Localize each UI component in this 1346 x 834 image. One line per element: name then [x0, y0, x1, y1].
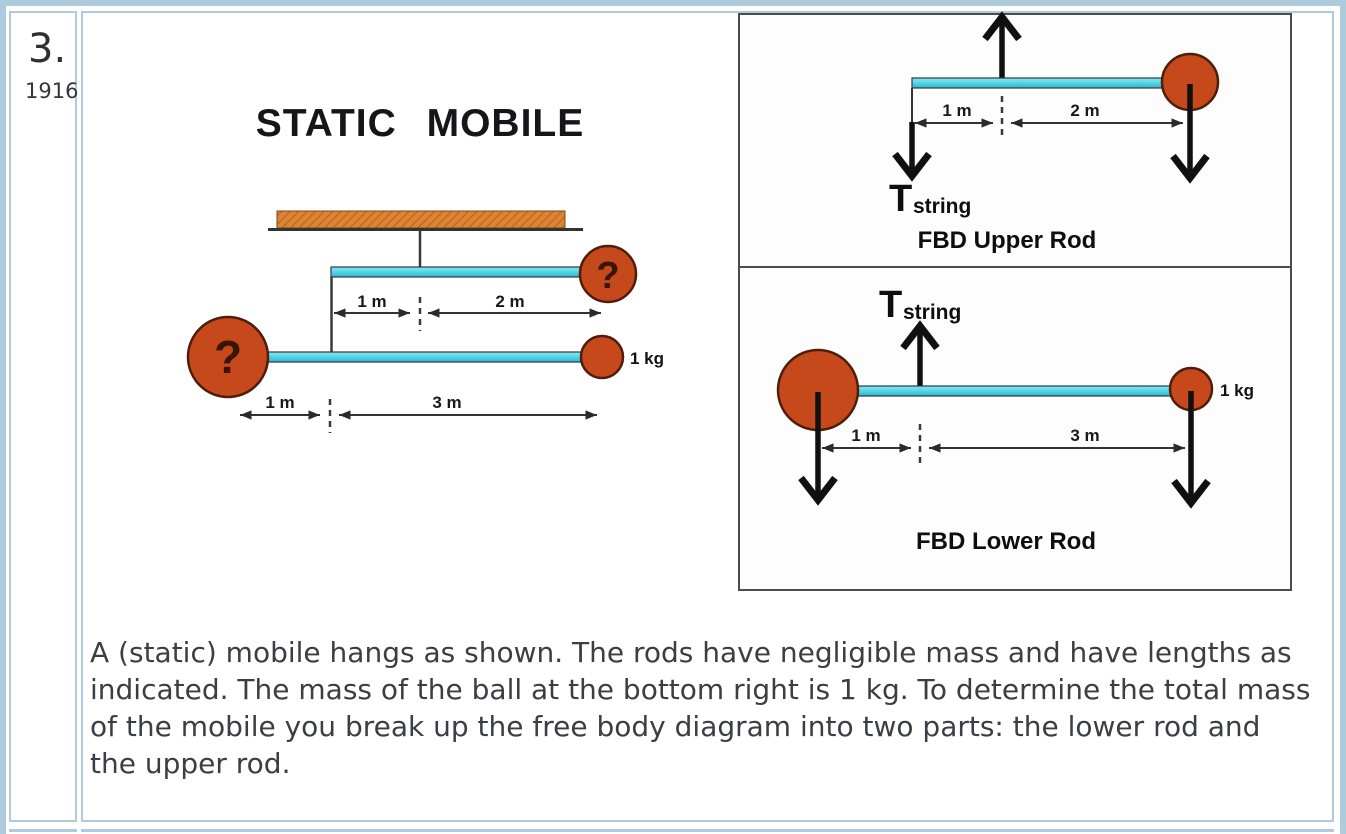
- upper-dim-right-label: 2 m: [495, 292, 524, 311]
- upper-dim-left-label: 1 m: [357, 292, 386, 311]
- fbd-upper-rod: [911, 77, 1191, 89]
- fbd-lower-dim-right-label: 3 m: [1070, 426, 1099, 445]
- lower-rod-right-ball: [579, 334, 625, 380]
- fbd-upper-caption: FBD Upper Rod: [918, 227, 1097, 254]
- fbd-upper-rod-panel: 1 m 2 m T string FBD Upper Rod: [738, 13, 1292, 268]
- support-force-up-arrow: [985, 17, 1019, 88]
- problem-number: 3.: [28, 26, 67, 72]
- fbd-lower-caption: FBD Lower Rod: [916, 528, 1096, 555]
- next-row-border-left: [9, 829, 77, 832]
- problem-id: 1916: [25, 79, 79, 103]
- fbd-lower-mass-label: 1 kg: [1220, 381, 1254, 400]
- fbd-lower-dim-left-label: 1 m: [851, 426, 880, 445]
- lower-rod: [254, 351, 602, 363]
- lower-right-ball-mass-label: 1 kg: [630, 349, 664, 368]
- tension-subscript: string: [913, 195, 971, 218]
- lower-dim-right-label: 3 m: [432, 393, 461, 412]
- problem-statement: A (static) mobile hangs as shown. The ro…: [90, 636, 1311, 780]
- upper-rod: [330, 266, 602, 278]
- lower-left-ball-question-label: ?: [214, 331, 242, 383]
- diagram-title: STATIC MOBILE: [255, 102, 585, 145]
- fbd-upper-dim-right-label: 2 m: [1070, 101, 1099, 120]
- tension-symbol: T: [889, 178, 912, 220]
- left-ball-weight-down-arrow: [801, 392, 835, 500]
- fbd-lower-dimensions: 1 m 3 m: [822, 424, 1185, 464]
- upper-ball-question-label: ?: [596, 255, 619, 297]
- ceiling-bar: [276, 210, 566, 229]
- lower-dim-left-label: 1 m: [265, 393, 294, 412]
- ball-weight-down-arrow: [1173, 84, 1207, 178]
- tension-down-arrow: [895, 122, 929, 176]
- fbd-upper-dimensions: 1 m 2 m: [915, 96, 1183, 140]
- problem-number-cell: 3. 1916: [9, 11, 79, 822]
- next-row-border-main: [81, 829, 1334, 832]
- static-mobile-diagram: ? 1 m 2 m ? 1 kg: [186, 210, 664, 433]
- fbd-lower-rod-panel: T string 1 kg: [738, 266, 1292, 591]
- lower-rod-dimensions: 1 m 3 m: [240, 393, 597, 433]
- lower-rod-left-ball: [186, 315, 270, 399]
- upper-rod-dimensions: 1 m 2 m: [334, 292, 601, 331]
- tension-symbol: T: [879, 284, 902, 326]
- right-ball-weight-down-arrow: [1174, 391, 1208, 503]
- fbd-lower-rod: [857, 385, 1193, 397]
- upper-rod-right-ball: [578, 244, 638, 304]
- fbd-upper-dim-left-label: 1 m: [942, 101, 971, 120]
- tension-up-arrow: [903, 326, 937, 386]
- tension-subscript: string: [903, 301, 961, 324]
